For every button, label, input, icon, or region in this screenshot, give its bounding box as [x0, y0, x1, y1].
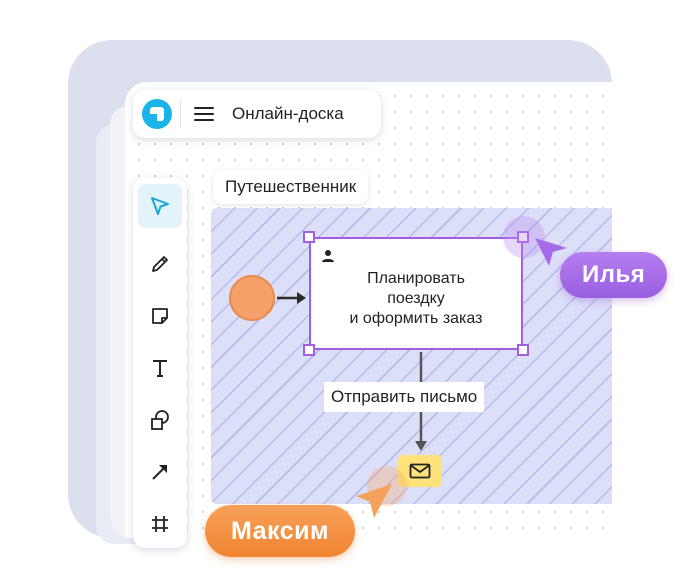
cursor-pointer-icon [535, 238, 567, 266]
cursor-glow [503, 216, 545, 258]
cursor-arrow-icon [151, 197, 169, 215]
swimlane-label[interactable]: Путешественник [213, 170, 369, 204]
envelope-icon [409, 463, 431, 479]
shapes-icon [151, 410, 169, 430]
start-event[interactable] [229, 275, 275, 321]
resize-handle[interactable] [517, 231, 529, 243]
arrow-tool[interactable] [138, 450, 182, 494]
text-t-icon [153, 360, 167, 377]
cursor-pointer-icon [356, 484, 392, 518]
cursor-user-badge: Илья [560, 252, 668, 298]
text-tool[interactable] [138, 346, 182, 390]
task-label: Планировать поездку и оформить заказ [311, 269, 521, 329]
app-title: Онлайн-доска [232, 104, 344, 123]
sticky-note-icon [152, 308, 168, 324]
app-header: Онлайн-доска [133, 90, 381, 138]
arrow-icon [152, 465, 167, 480]
tools-panel [133, 178, 187, 548]
yandex-board-logo-icon[interactable] [142, 99, 172, 129]
task-label-line: и оформить заказ [349, 310, 483, 327]
pencil-tool[interactable] [138, 242, 182, 286]
frame-tool[interactable] [138, 502, 182, 546]
task-label-line: поездку [387, 290, 445, 307]
flow-label[interactable]: Отправить письмо [324, 382, 485, 412]
message-event[interactable] [398, 455, 442, 487]
task-label-line: Планировать [367, 270, 465, 287]
header-divider [180, 100, 181, 128]
person-icon [322, 250, 334, 262]
resize-handle[interactable] [303, 344, 315, 356]
resize-handle[interactable] [303, 231, 315, 243]
select-tool[interactable] [138, 184, 182, 228]
sticky-note-tool[interactable] [138, 294, 182, 338]
pencil-icon [152, 256, 168, 272]
resize-handle[interactable] [517, 344, 529, 356]
task-node[interactable]: Планировать поездку и оформить заказ [309, 237, 523, 350]
shape-tool[interactable] [138, 398, 182, 442]
hash-frame-icon [152, 516, 168, 532]
cursor-user-badge: Максим [205, 505, 355, 557]
hamburger-menu-icon[interactable] [194, 107, 214, 121]
